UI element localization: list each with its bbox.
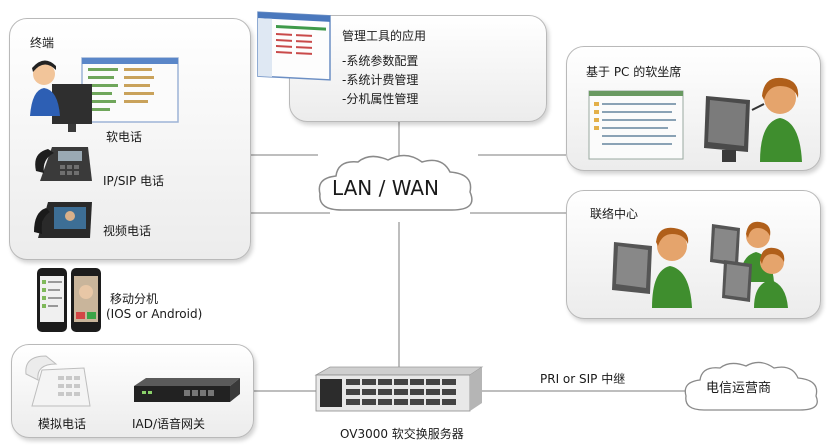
iad-gateway-icon [134,378,240,402]
mgmt-tools-panel [289,15,547,122]
softphone-label: 软电话 [106,130,143,144]
ip-phone-icon [35,147,92,181]
mgmt-item-config: -系统参数配置 [342,54,419,68]
video-phone-icon [34,202,92,238]
pc-agent-person-icon [704,77,802,162]
network-label: LAN / WAN [332,176,440,200]
trunk-label: PRI or SIP 中继 [540,372,626,386]
terminal-title: 终端 [30,36,55,50]
mobile-label-line1: 移动分机 [110,292,159,306]
mobile-phones-icon [37,268,101,332]
iad-gateway-label: IAD/语音网关 [132,417,206,431]
softswitch-server-icon [314,366,484,412]
carrier-label: 电信运营商 [706,381,772,396]
carrier-cloud-icon [684,361,818,411]
mgmt-item-billing: -系统计费管理 [342,73,419,87]
softphone-user-icon [30,57,179,132]
pc-agent-screenshot [588,90,684,160]
mobile-label-line2: (IOS or Android) [106,307,203,321]
mgmt-tools-title: 管理工具的应用 [342,29,427,43]
network-cloud-icon [318,154,473,211]
analog-phone-label: 模拟电话 [38,417,87,431]
pc-agent-title: 基于 PC 的软坐席 [586,65,682,79]
contact-center-agents-icon [612,221,788,308]
analog-phone-icon [25,355,91,407]
contact-center-title: 联络中心 [590,207,639,221]
video-phone-label: 视频电话 [103,224,152,238]
ip-phone-label: IP/SIP 电话 [103,174,165,188]
server-label: OV3000 软交换服务器 [340,427,464,441]
mgmt-item-extension: -分机属性管理 [342,92,419,106]
mgmt-tools-screenshot [257,11,331,81]
